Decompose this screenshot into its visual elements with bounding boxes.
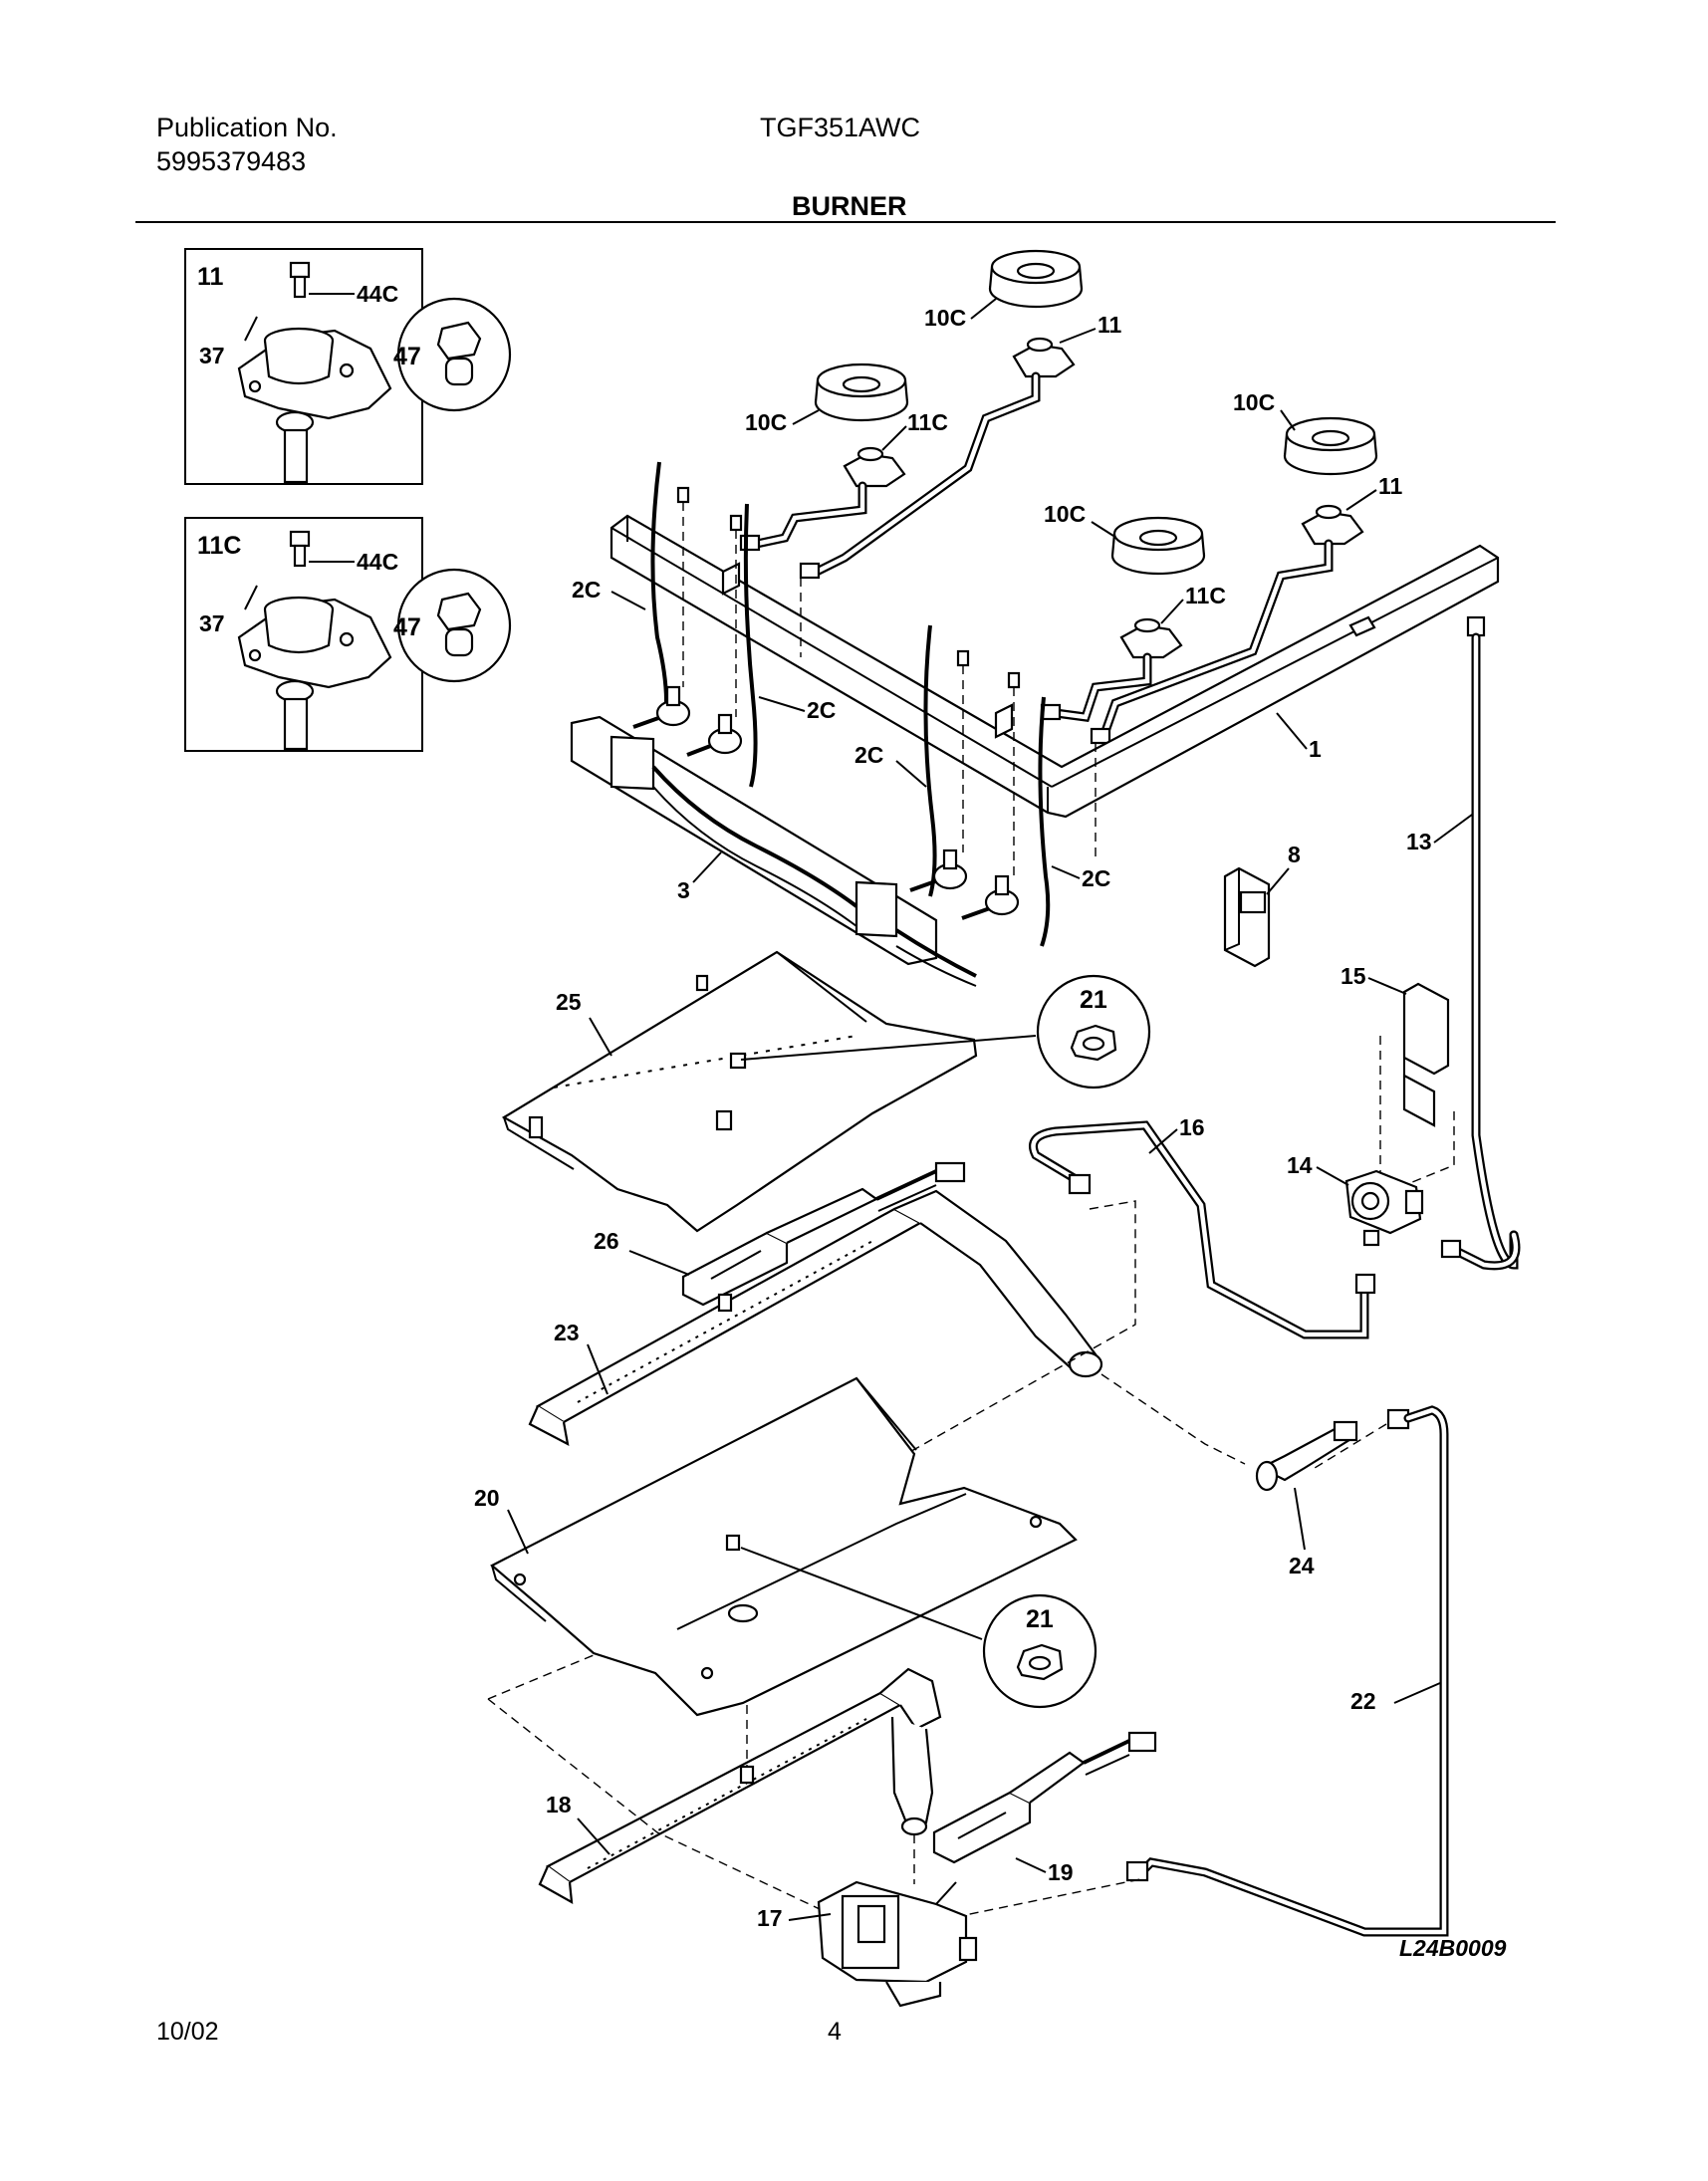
callout-2c-b: 2C (807, 697, 836, 723)
callout-10c-b: 10C (745, 409, 787, 435)
callout-20: 20 (474, 1485, 500, 1511)
part-19-igniter (932, 1731, 1157, 1864)
header-rule (135, 221, 1556, 223)
callout-10c-a: 10C (924, 305, 966, 331)
part-8-module (1223, 866, 1271, 968)
publication-label: Publication No. (156, 113, 338, 142)
igniter-wires (650, 461, 1051, 947)
callout-25: 25 (556, 989, 582, 1015)
part-24-orifice (1255, 1420, 1358, 1492)
callout-2c-d: 2C (1082, 865, 1110, 891)
callout-47-b: 47 (393, 613, 421, 641)
callout-21-lower-group (982, 1593, 1098, 1709)
callout-10c-d: 10C (1044, 501, 1086, 527)
part-13-tube (1440, 615, 1521, 1271)
callout-21-a: 21 (1080, 986, 1107, 1014)
callout-17: 17 (757, 1905, 783, 1931)
publication-number: 5995379483 (156, 146, 307, 176)
footer-date: 10/02 (156, 2018, 219, 2046)
part-22-tube (1125, 1405, 1449, 1937)
callout-14: 14 (1287, 1152, 1313, 1178)
valve-bar (570, 685, 1020, 987)
part-20-deflector (490, 1376, 1078, 1717)
callout-21-upper-group (1036, 974, 1151, 1090)
part-25-deflector (501, 950, 978, 1233)
callout-24: 24 (1289, 1553, 1315, 1578)
inset-title-11c: 11C (197, 532, 241, 560)
drawing-code: L24B0009 (1399, 1935, 1507, 1961)
callout-44c: 44C (357, 281, 398, 307)
callout-11c-a: 11C (907, 409, 948, 435)
callout-19: 19 (1048, 1859, 1074, 1885)
callout-16: 16 (1179, 1114, 1205, 1140)
part-16-tube (1029, 1120, 1376, 1339)
inset-valve-11c: 11C 44C 37 47 (184, 517, 512, 752)
model-number: TGF351AWC (760, 113, 921, 142)
callout-2c-c: 2C (854, 742, 883, 768)
part-18-bake-burner (538, 1667, 942, 1904)
valve-stem-4 (961, 874, 1020, 920)
callout-47-a: 47 (393, 343, 421, 370)
callout-11-a: 11 (1098, 312, 1122, 338)
callout-23: 23 (554, 1320, 580, 1345)
part-23-broil-burner (528, 1189, 1103, 1447)
callout-2c-a: 2C (572, 577, 601, 603)
part-26-igniter (681, 1161, 966, 1307)
callout-37: 37 (199, 343, 225, 368)
valve-stem-1 (632, 685, 691, 729)
inset-valve-11: 11 44C 37 47 (184, 248, 512, 485)
inset-title-11: 11 (197, 263, 224, 291)
callout-22: 22 (1350, 1688, 1376, 1714)
manifold-screws (676, 486, 1097, 876)
callout-11c-b: 11C (1185, 583, 1226, 608)
manifold-frame (610, 514, 1500, 819)
section-title: BURNER (792, 191, 907, 221)
valve-stem-2 (686, 713, 743, 757)
callout-3: 3 (677, 877, 690, 903)
part-14-regulator (1344, 1169, 1424, 1247)
callout-1: 1 (1309, 736, 1322, 762)
callout-15: 15 (1341, 963, 1366, 989)
callout-21-b: 21 (1026, 1605, 1054, 1633)
callout-37-b: 37 (199, 610, 225, 636)
callout-18: 18 (546, 1792, 572, 1818)
callout-26: 26 (594, 1228, 619, 1254)
page-number: 4 (828, 2018, 842, 2046)
burner-valves (843, 337, 1364, 659)
part-15-bracket (1402, 982, 1450, 1127)
callout-10c-c: 10C (1233, 389, 1275, 415)
callout-11-b: 11 (1378, 473, 1403, 499)
callout-8: 8 (1288, 842, 1301, 867)
valve-stem-3 (909, 848, 968, 892)
callout-13: 13 (1406, 829, 1432, 854)
callout-44c-b: 44C (357, 549, 398, 575)
burner-heads (814, 249, 1378, 576)
part-17-valve (817, 1880, 978, 2008)
